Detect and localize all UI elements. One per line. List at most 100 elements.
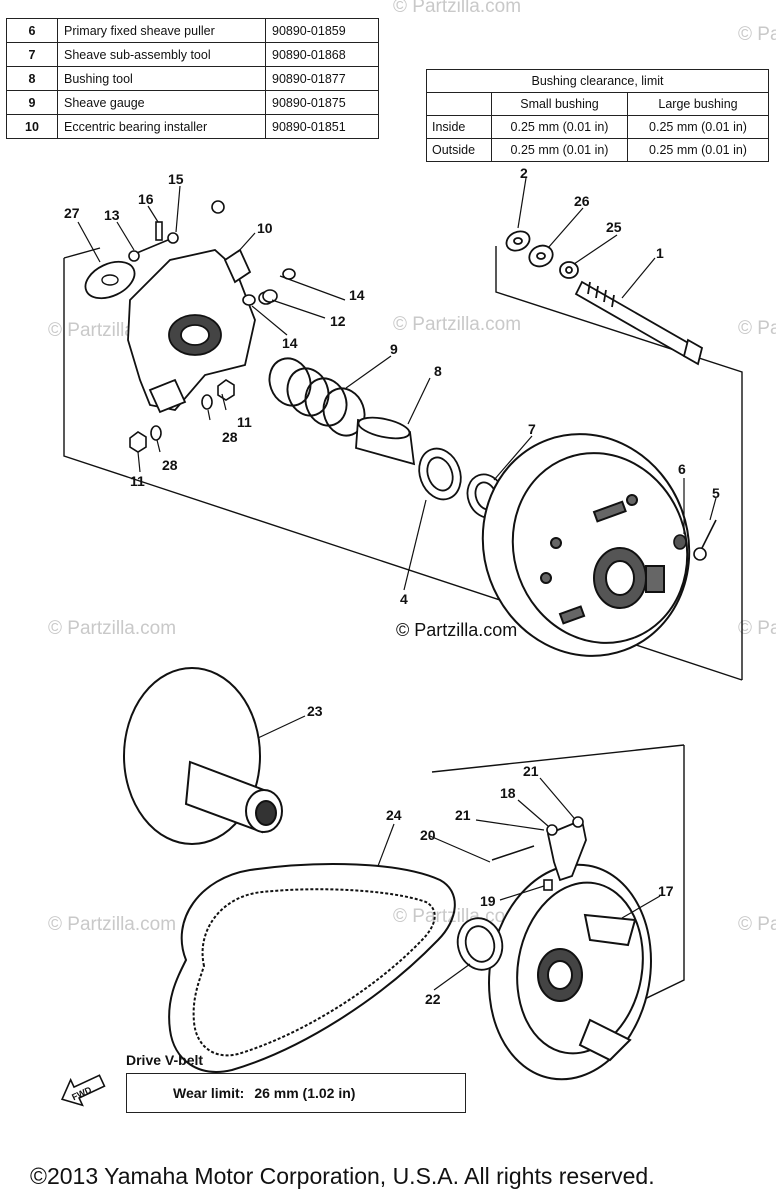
part-19-pin <box>543 879 553 891</box>
callout-23: 23 <box>307 703 323 719</box>
tool-part-number: 90890-01851 <box>265 114 379 139</box>
table-row: 9 Sheave gauge 90890-01875 <box>6 90 379 115</box>
clearance-col-large: Large bushing <box>627 92 769 116</box>
watermark: © Partzilla.com <box>48 914 177 935</box>
callout-28: 28 <box>222 429 238 445</box>
drive-belt-title: Drive V-belt <box>126 1052 204 1068</box>
callout-14: 14 <box>282 335 298 351</box>
callout-21: 21 <box>455 807 471 823</box>
callout-14: 14 <box>349 287 365 303</box>
callout-22: 22 <box>425 991 441 1007</box>
callout-11: 11 <box>237 414 252 430</box>
part-28-washer <box>150 394 213 441</box>
callout-24: 24 <box>386 807 402 823</box>
sliding-sheave <box>481 433 691 657</box>
part-12-spacer <box>258 289 278 305</box>
callout-12: 12 <box>330 313 346 329</box>
callout-11: 11 <box>130 473 145 489</box>
table-row: 8 Bushing tool 90890-01877 <box>6 66 379 91</box>
copyright-text: ©2013 Yamaha Motor Corporation, U.S.A. A… <box>30 1163 655 1189</box>
callout-1: 1 <box>656 245 664 261</box>
tool-part-number: 90890-01875 <box>265 90 379 115</box>
callout-4: 4 <box>400 591 408 607</box>
clearance-row-label: Outside <box>426 138 492 162</box>
part-9-spring <box>268 357 366 437</box>
watermark: © Partzilla.com <box>393 0 522 17</box>
callout-13: 13 <box>104 207 120 223</box>
callout-26: 26 <box>574 193 590 209</box>
tool-number: 10 <box>6 114 58 139</box>
special-tools-table: 6 Primary fixed sheave puller 90890-0185… <box>6 18 379 139</box>
tool-name: Bushing tool <box>57 66 266 91</box>
tool-name: Sheave gauge <box>57 90 266 115</box>
clearance-large-value: 0.25 mm (0.01 in) <box>627 138 769 162</box>
part-2-washer <box>505 230 531 252</box>
table-row: 6 Primary fixed sheave puller 90890-0185… <box>6 18 379 43</box>
clearance-small-value: 0.25 mm (0.01 in) <box>491 138 628 162</box>
part-10-spider-assembly <box>127 248 256 414</box>
clearance-large-value: 0.25 mm (0.01 in) <box>627 115 769 139</box>
callout-28: 28 <box>162 457 178 473</box>
callout-18: 18 <box>500 785 516 801</box>
watermark-center: © Partzilla.com <box>396 620 518 640</box>
tool-part-number: 90890-01859 <box>265 18 379 43</box>
wear-limit-value: 26 mm (1.02 in) <box>254 1085 356 1101</box>
clearance-col-small: Small bushing <box>491 92 628 116</box>
leader-lines-upper <box>77 177 717 591</box>
part-13-bolt <box>128 239 169 262</box>
callout-2: 2 <box>520 165 528 181</box>
part-22-bushing <box>456 917 504 971</box>
tool-name: Eccentric bearing installer <box>57 114 266 139</box>
watermark: © Partzilla.com <box>738 24 776 45</box>
wear-limit-box: Wear limit: 26 mm (1.02 in) <box>126 1073 466 1113</box>
part-1-bolt <box>574 280 704 366</box>
part-15-bushing <box>167 200 225 244</box>
watermark: © Partzilla.com <box>48 618 177 639</box>
part-17-housing <box>488 863 652 1081</box>
table-row: Inside 0.25 mm (0.01 in) 0.25 mm (0.01 i… <box>426 115 769 139</box>
callout-8: 8 <box>434 363 442 379</box>
table-row: 7 Sheave sub-assembly tool 90890-01868 <box>6 42 379 67</box>
callout-10: 10 <box>257 220 273 236</box>
callout-15: 15 <box>168 171 184 187</box>
wear-limit-label: Wear limit: <box>173 1085 245 1101</box>
callout-7: 7 <box>528 421 536 437</box>
watermark: © Partzilla.com <box>393 314 522 335</box>
bushing-clearance-table: Bushing clearance, limit Small bushing L… <box>426 69 769 162</box>
clearance-small-value: 0.25 mm (0.01 in) <box>491 115 628 139</box>
part-20-pin <box>491 845 535 861</box>
callout-19: 19 <box>480 893 496 909</box>
callout-17: 17 <box>658 883 674 899</box>
table-row: Outside 0.25 mm (0.01 in) 0.25 mm (0.01 … <box>426 138 769 162</box>
watermark: © Partzilla.com <box>738 618 776 639</box>
tool-number: 9 <box>6 90 58 115</box>
fwd-arrow-icon: FWD <box>60 1074 106 1107</box>
part-6-washer <box>673 534 687 550</box>
part-24-v-belt <box>168 863 456 1073</box>
clearance-title: Bushing clearance, limit <box>426 69 769 93</box>
clearance-row-label: Inside <box>426 115 492 139</box>
part-26-washer <box>528 244 554 268</box>
part-16-pin <box>155 221 163 241</box>
callout-5: 5 <box>712 485 720 501</box>
tool-part-number: 90890-01868 <box>265 42 379 67</box>
callout-21: 21 <box>523 763 539 779</box>
tool-number: 7 <box>6 42 58 67</box>
watermark: © Partzilla.com <box>738 318 776 339</box>
tool-name: Sheave sub-assembly tool <box>57 42 266 67</box>
part-27-washer <box>84 260 136 300</box>
table-row: 10 Eccentric bearing installer 90890-018… <box>6 114 379 139</box>
callout-27: 27 <box>64 205 80 221</box>
tool-number: 6 <box>6 18 58 43</box>
callout-16: 16 <box>138 191 154 207</box>
callout-20: 20 <box>420 827 436 843</box>
tool-name: Primary fixed sheave puller <box>57 18 266 43</box>
part-25-washer <box>559 261 579 279</box>
part-4-seal <box>418 447 462 501</box>
watermark: © Partzilla.com <box>738 914 776 935</box>
callout-6: 6 <box>678 461 686 477</box>
part-21-nut <box>546 816 584 836</box>
part-5-bolt <box>693 519 717 561</box>
callout-9: 9 <box>390 341 398 357</box>
